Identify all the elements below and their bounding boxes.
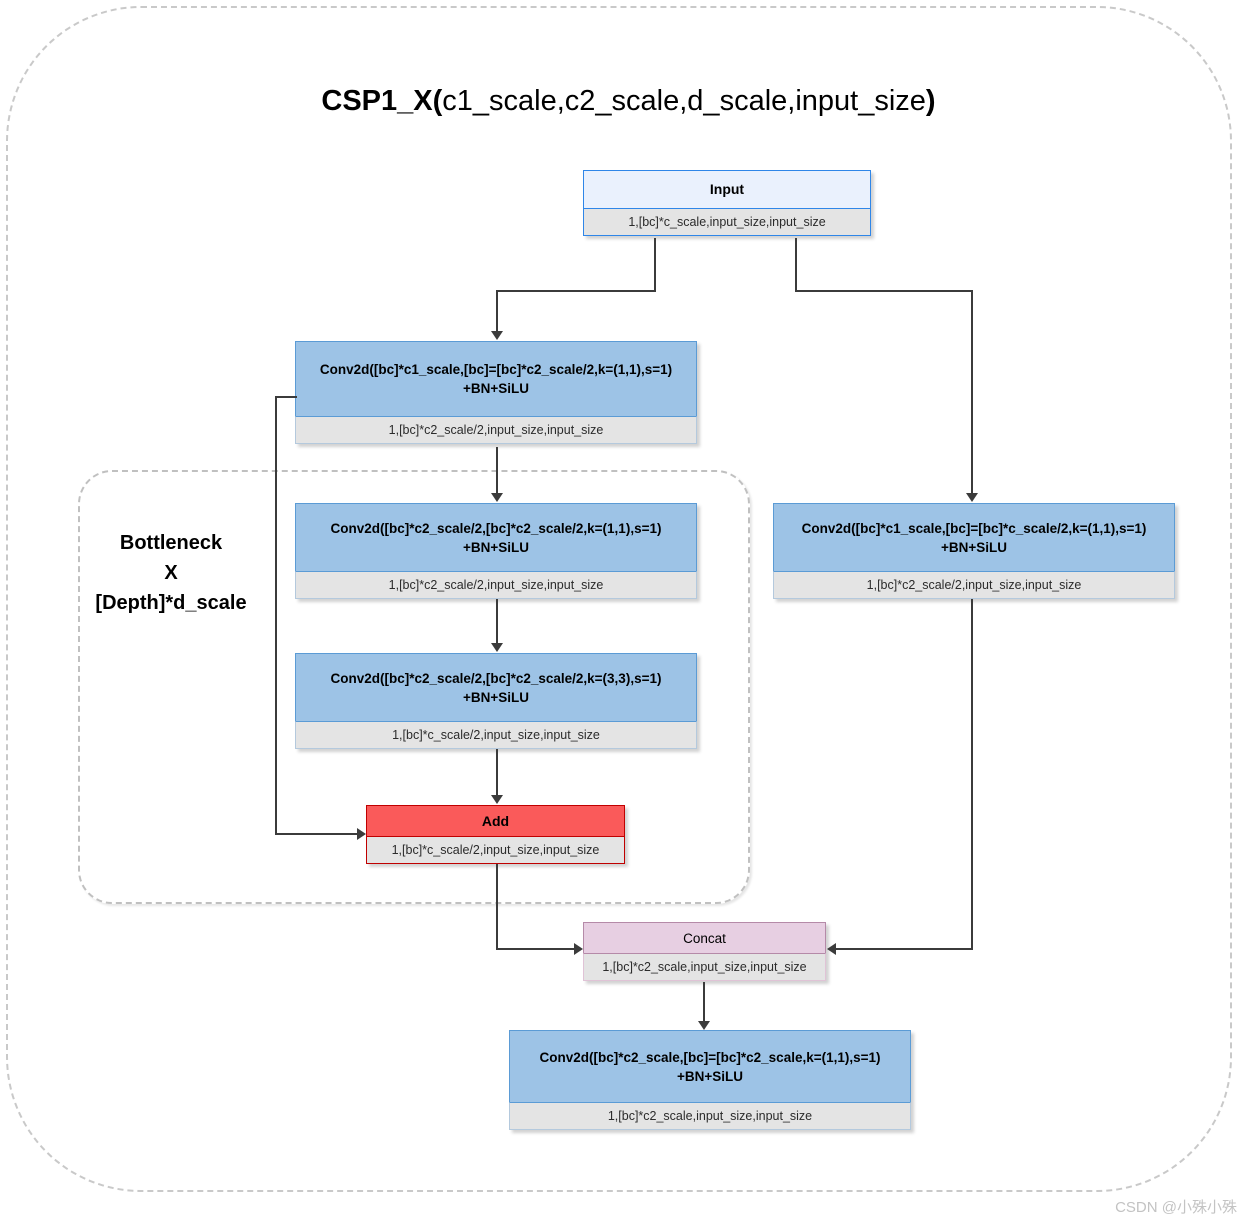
- bottleneck-label-line-3: [Depth]*d_scale: [95, 592, 247, 614]
- node-add-shape: 1,[bc]*c_scale/2,input_size,input_size: [366, 836, 625, 864]
- node-concat-title: Concat: [583, 922, 826, 953]
- edge-input-to-right-arrow-icon: [966, 493, 978, 502]
- edge-input-to-right-seg-v1: [795, 238, 797, 292]
- node-conv-output-shape: 1,[bc]*c2_scale,input_size,input_size: [509, 1102, 911, 1130]
- page-title-params: c1_scale,c2_scale,d_scale,input_size: [442, 85, 926, 117]
- node-input[interactable]: Input 1,[bc]*c_scale,input_size,input_si…: [583, 170, 871, 236]
- node-conv-bottleneck-2-shape: 1,[bc]*c_scale/2,input_size,input_size: [295, 721, 697, 749]
- edge-bn1-to-bn2-arrow-icon: [491, 643, 503, 652]
- node-conv-bottleneck-1[interactable]: Conv2d([bc]*c2_scale/2,[bc]*c2_scale/2,k…: [295, 503, 697, 599]
- node-conv-right-1-title: Conv2d([bc]*c1_scale,[bc]=[bc]*c_scale/2…: [773, 503, 1175, 571]
- outer-module-frame: [6, 6, 1232, 1192]
- edge-concat-to-out-arrow-icon: [698, 1021, 710, 1030]
- node-conv-bottleneck-2[interactable]: Conv2d([bc]*c2_scale/2,[bc]*c2_scale/2,k…: [295, 653, 697, 749]
- edge-input-to-left-seg-v2: [496, 290, 498, 332]
- node-conv-bottleneck-1-title: Conv2d([bc]*c2_scale/2,[bc]*c2_scale/2,k…: [295, 503, 697, 571]
- edge-left1-to-bn1-arrow-icon: [491, 493, 503, 502]
- edge-left1-to-bn1-seg-v: [496, 447, 498, 494]
- node-input-title: Input: [583, 170, 871, 208]
- edge-add-to-concat-seg-v: [496, 864, 498, 950]
- node-conv-left-1-shape: 1,[bc]*c2_scale/2,input_size,input_size: [295, 416, 697, 444]
- node-conv-right-1[interactable]: Conv2d([bc]*c1_scale,[bc]=[bc]*c_scale/2…: [773, 503, 1175, 599]
- bottleneck-label-line-1: Bottleneck: [119, 532, 223, 554]
- edge-input-to-left-seg-v1: [654, 238, 656, 292]
- node-add-title: Add: [366, 805, 625, 836]
- edge-right1-to-concat-seg-v: [971, 599, 973, 950]
- bottleneck-label-line-2: X: [164, 562, 178, 584]
- edge-input-to-right-seg-h: [795, 290, 973, 292]
- bottleneck-label: Bottleneck X [Depth]*d_scale: [80, 528, 262, 618]
- node-conv-output-title: Conv2d([bc]*c2_scale,[bc]=[bc]*c2_scale,…: [509, 1030, 911, 1102]
- bottleneck-group-frame: [78, 470, 750, 904]
- node-conv-bottleneck-1-shape: 1,[bc]*c2_scale/2,input_size,input_size: [295, 571, 697, 599]
- node-conv-right-1-shape: 1,[bc]*c2_scale/2,input_size,input_size: [773, 571, 1175, 599]
- node-concat-shape: 1,[bc]*c2_scale,input_size,input_size: [583, 953, 826, 981]
- node-conv-bottleneck-2-title: Conv2d([bc]*c2_scale/2,[bc]*c2_scale/2,k…: [295, 653, 697, 721]
- node-input-shape: 1,[bc]*c_scale,input_size,input_size: [583, 208, 871, 236]
- edge-right1-to-concat-seg-h: [835, 948, 973, 950]
- edge-bn1-to-bn2-seg-v: [496, 599, 498, 644]
- node-concat[interactable]: Concat 1,[bc]*c2_scale,input_size,input_…: [583, 922, 826, 981]
- edge-input-to-left-arrow-icon: [491, 331, 503, 340]
- edge-bn2-to-add-arrow-icon: [491, 795, 503, 804]
- edge-input-to-right-seg-v2: [971, 290, 973, 494]
- edge-skip-arrow-icon: [357, 828, 366, 840]
- edge-add-to-concat-seg-h: [496, 948, 576, 950]
- edge-skip-seg-h1: [275, 396, 297, 398]
- node-conv-output[interactable]: Conv2d([bc]*c2_scale,[bc]=[bc]*c2_scale,…: [509, 1030, 911, 1130]
- edge-right1-to-concat-arrow-icon: [827, 943, 836, 955]
- edge-concat-to-out-seg-v: [703, 982, 705, 1023]
- node-add[interactable]: Add 1,[bc]*c_scale/2,input_size,input_si…: [366, 805, 625, 864]
- watermark: CSDN @小殊小殊: [1115, 1199, 1237, 1216]
- page-title-prefix: CSP1_X(: [321, 85, 443, 117]
- node-conv-left-1-title: Conv2d([bc]*c1_scale,[bc]=[bc]*c2_scale/…: [295, 341, 697, 416]
- edge-input-to-left-seg-h: [496, 290, 656, 292]
- node-conv-left-1[interactable]: Conv2d([bc]*c1_scale,[bc]=[bc]*c2_scale/…: [295, 341, 697, 444]
- edge-skip-seg-h2: [275, 833, 359, 835]
- edge-bn2-to-add-seg-v: [496, 749, 498, 796]
- page-title: CSP1_X(c1_scale,c2_scale,d_scale,input_s…: [0, 85, 1257, 118]
- edge-add-to-concat-arrow-icon: [574, 943, 583, 955]
- edge-skip-seg-v: [275, 396, 277, 835]
- page-title-suffix: ): [925, 85, 936, 117]
